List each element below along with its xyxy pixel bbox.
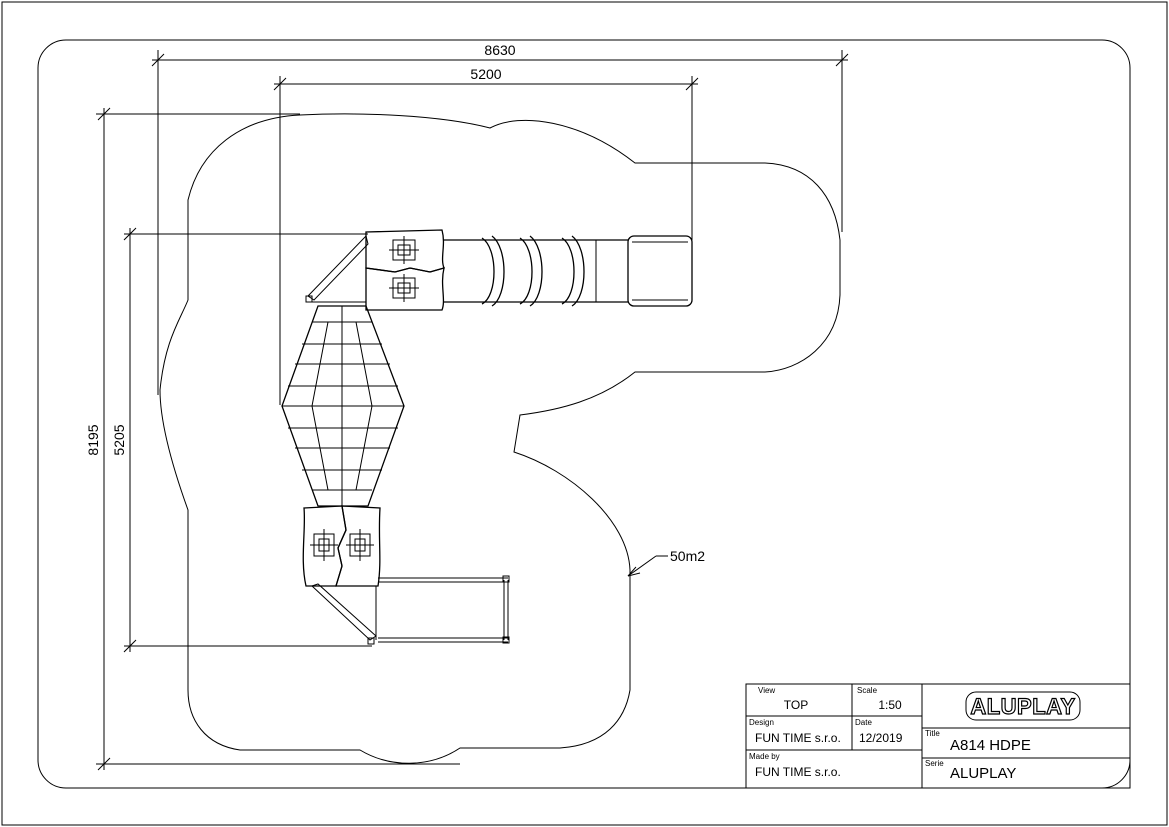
title-label: Title: [925, 729, 940, 738]
bar-frame: [378, 575, 510, 644]
area-label: 50m2: [670, 548, 705, 564]
serie-value: ALUPLAY: [950, 765, 1016, 782]
dimension-inner-width: 5200: [273, 66, 699, 405]
net-bridge: [281, 305, 405, 507]
scale-value: 1:50: [878, 698, 902, 712]
lower-tower: [302, 505, 381, 645]
dimension-inner-height: 5205: [111, 227, 372, 653]
sheet-inner-border: [37, 39, 1131, 789]
tower-window-icon: [389, 236, 419, 264]
serie-label: Serie: [925, 759, 944, 768]
tower-window-icon: [389, 274, 419, 302]
view-value: TOP: [784, 698, 808, 712]
dimension-inner-height-label: 5205: [111, 424, 127, 455]
tower-window-icon: [346, 529, 374, 561]
dimension-overall-width-label: 8630: [484, 42, 515, 58]
tower-window-icon: [310, 529, 338, 561]
date-value: 12/2019: [859, 731, 903, 745]
title-value: A814 HDPE: [950, 737, 1031, 754]
dimension-overall-height-label: 8195: [85, 424, 101, 455]
safety-area-outline: [159, 113, 841, 764]
svg-text:ALUPLAY: ALUPLAY: [970, 694, 1075, 719]
upper-tower: [305, 229, 445, 311]
design-value: FUN TIME s.r.o.: [755, 731, 841, 745]
dimension-overall-width: 8630: [151, 42, 849, 395]
date-label: Date: [855, 718, 872, 727]
madeby-label: Made by: [749, 752, 780, 761]
view-label: View: [758, 686, 775, 695]
scale-label: Scale: [857, 686, 878, 695]
tube-slide: [444, 235, 693, 307]
title-block: View TOP Scale 1:50 Design FUN TIME s.r.…: [745, 683, 1131, 789]
dimension-overall-height: 8195: [85, 107, 460, 771]
area-leader: 50m2: [627, 548, 705, 577]
design-label: Design: [749, 718, 774, 727]
madeby-value: FUN TIME s.r.o.: [755, 765, 841, 779]
aluplay-logo: ALUPLAY: [965, 691, 1081, 721]
dimension-inner-width-label: 5200: [470, 66, 501, 82]
